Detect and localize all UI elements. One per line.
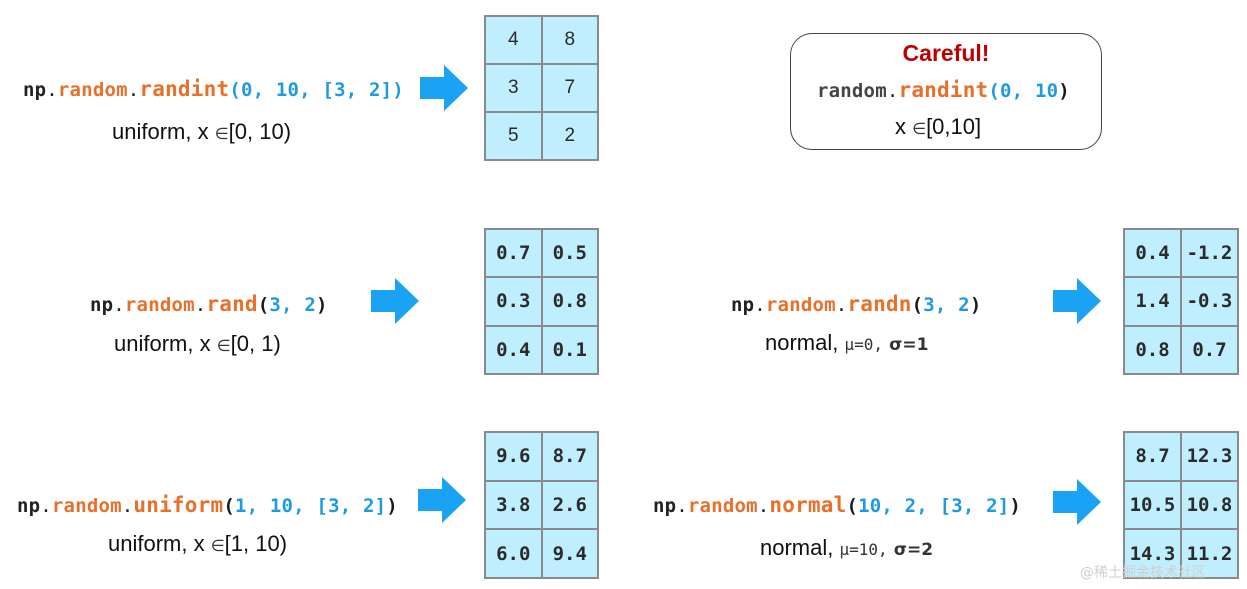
uniform-description: uniform, x ∈[1, 10) bbox=[108, 531, 288, 556]
careful-note-box: Careful! random.randint(0, 10) x ∈[0,10] bbox=[790, 33, 1102, 150]
normal-matrix: 8.7 12.3 10.5 10.8 14.3 11.2 bbox=[1123, 431, 1239, 579]
randint-code: np.random.randint(0, 10, [3, 2]) bbox=[23, 77, 404, 101]
matrix-cell: 3.8 bbox=[485, 480, 542, 530]
uniform-code: np.random.uniform(1, 10, [3, 2]) bbox=[17, 493, 398, 517]
randint-matrix: 4 8 3 7 5 2 bbox=[484, 15, 599, 161]
matrix-cell: 9.6 bbox=[485, 432, 542, 481]
normal-code: np.random.normal(10, 2, [3, 2]) bbox=[653, 493, 1022, 517]
matrix-cell: 0.8 bbox=[1124, 325, 1181, 374]
matrix-cell: 0.5 bbox=[541, 229, 598, 278]
matrix-cell: 1.4 bbox=[1124, 277, 1181, 326]
careful-code: random.randint(0, 10) bbox=[817, 78, 1070, 102]
right-arrow-icon bbox=[1053, 479, 1101, 525]
matrix-cell: 2.6 bbox=[541, 480, 598, 530]
matrix-cell: 9.4 bbox=[541, 529, 598, 578]
matrix-cell: 8 bbox=[541, 16, 598, 64]
matrix-cell: 0.1 bbox=[541, 325, 598, 374]
matrix-cell: 10.8 bbox=[1181, 480, 1238, 530]
uniform-matrix: 9.6 8.7 3.8 2.6 6.0 9.4 bbox=[484, 431, 599, 579]
right-arrow-icon bbox=[1053, 278, 1101, 324]
careful-title: Careful! bbox=[902, 40, 990, 66]
rand-description: uniform, x ∈[0, 1) bbox=[114, 331, 281, 356]
randn-code: np.random.randn(3, 2) bbox=[731, 292, 982, 316]
rand-code: np.random.rand(3, 2) bbox=[90, 292, 328, 316]
right-arrow-icon bbox=[371, 278, 419, 324]
right-arrow-icon bbox=[420, 65, 468, 111]
matrix-cell: 3 bbox=[485, 64, 542, 112]
matrix-cell: 6.0 bbox=[485, 529, 542, 578]
right-arrow-icon bbox=[418, 477, 466, 523]
matrix-cell: 0.4 bbox=[485, 325, 542, 374]
matrix-cell: 10.5 bbox=[1124, 480, 1181, 530]
randn-matrix: 0.4 -1.2 1.4 -0.3 0.8 0.7 bbox=[1123, 228, 1239, 375]
matrix-cell: 0.7 bbox=[485, 229, 542, 278]
matrix-cell: 0.4 bbox=[1124, 229, 1181, 278]
matrix-cell: 11.2 bbox=[1181, 529, 1238, 578]
matrix-cell: 2 bbox=[541, 112, 598, 160]
careful-description: x ∈[0,10] bbox=[895, 114, 982, 139]
matrix-cell: 8.7 bbox=[541, 432, 598, 481]
matrix-cell: 8.7 bbox=[1124, 432, 1181, 481]
matrix-cell: 4 bbox=[485, 16, 542, 64]
rand-matrix: 0.7 0.5 0.3 0.8 0.4 0.1 bbox=[484, 228, 599, 375]
matrix-cell: 12.3 bbox=[1181, 432, 1238, 481]
matrix-cell: 7 bbox=[541, 64, 598, 112]
matrix-cell: 5 bbox=[485, 112, 542, 160]
watermark: @稀土掘金技术社区 bbox=[1080, 565, 1206, 581]
matrix-cell: 0.3 bbox=[485, 277, 542, 326]
matrix-cell: 0.7 bbox=[1181, 325, 1238, 374]
matrix-cell: -1.2 bbox=[1181, 229, 1238, 278]
matrix-cell: 14.3 bbox=[1124, 529, 1181, 578]
randn-description: normal, μ=0, σ=1 bbox=[765, 330, 929, 355]
normal-description: normal, μ=10, σ=2 bbox=[760, 535, 934, 560]
matrix-cell: 0.8 bbox=[541, 277, 598, 326]
matrix-cell: -0.3 bbox=[1181, 277, 1238, 326]
randint-description: uniform, x ∈[0, 10) bbox=[112, 119, 292, 144]
